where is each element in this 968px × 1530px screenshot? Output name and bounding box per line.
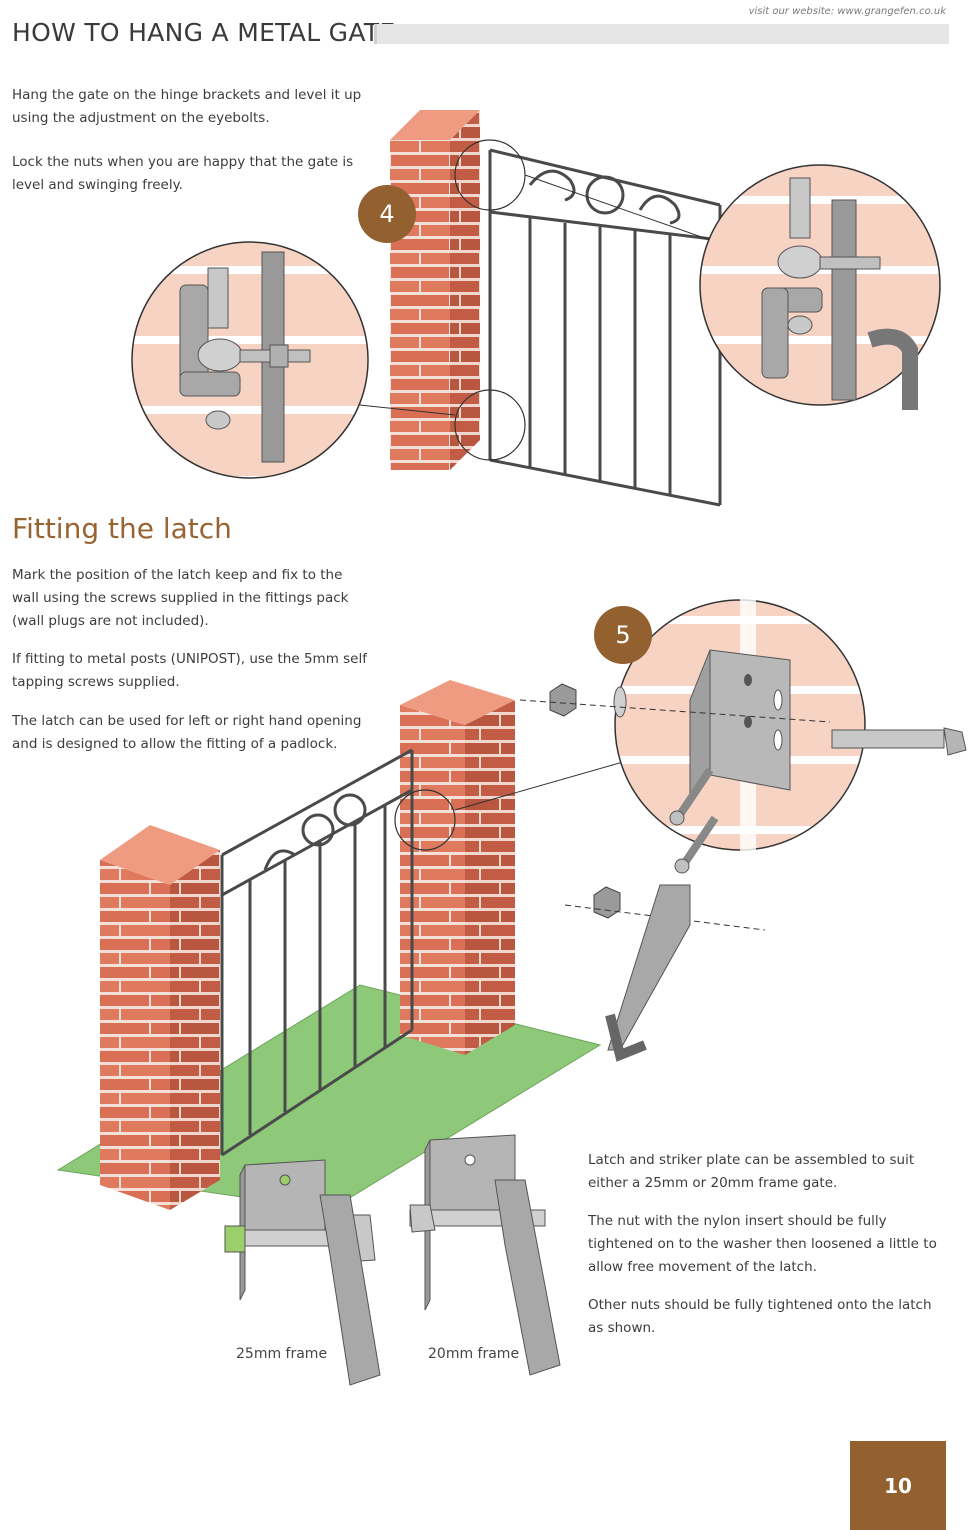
step4-illustration [131,110,941,507]
caption-25mm-frame: 25mm frame [236,1346,328,1362]
website-link[interactable]: visit our website: www.grangefen.co.uk [748,6,946,17]
assembly-20mm [409,1134,561,1376]
step-4-badge: 4 [358,185,416,243]
assembly-note-3: Other nuts should be fully tightened ont… [588,1297,932,1336]
latch-paragraph-3: The latch can be used for left or right … [12,713,362,752]
latch-paragraph-2: If fitting to metal posts (UNIPOST), use… [12,651,367,690]
page-title: HOW TO HANG A METAL GATE [12,18,396,47]
caption-20mm-frame: 20mm frame [428,1346,520,1362]
assembly-note-2: The nut with the nylon insert should be … [588,1213,937,1275]
step5-illustration [56,584,967,1386]
title-rule [374,24,949,44]
latch-paragraph-1: Mark the position of the latch keep and … [12,567,349,629]
step4-paragraph-2: Lock the nuts when you are happy that th… [12,154,354,193]
latch-heading: Fitting the latch [12,512,232,545]
assembly-25mm [224,1159,381,1386]
assembly-note-1: Latch and striker plate can be assembled… [588,1152,915,1191]
page-number: 10 [850,1441,946,1530]
step-5-badge: 5 [594,606,652,664]
step4-paragraph-1: Hang the gate on the hinge brackets and … [12,87,362,126]
